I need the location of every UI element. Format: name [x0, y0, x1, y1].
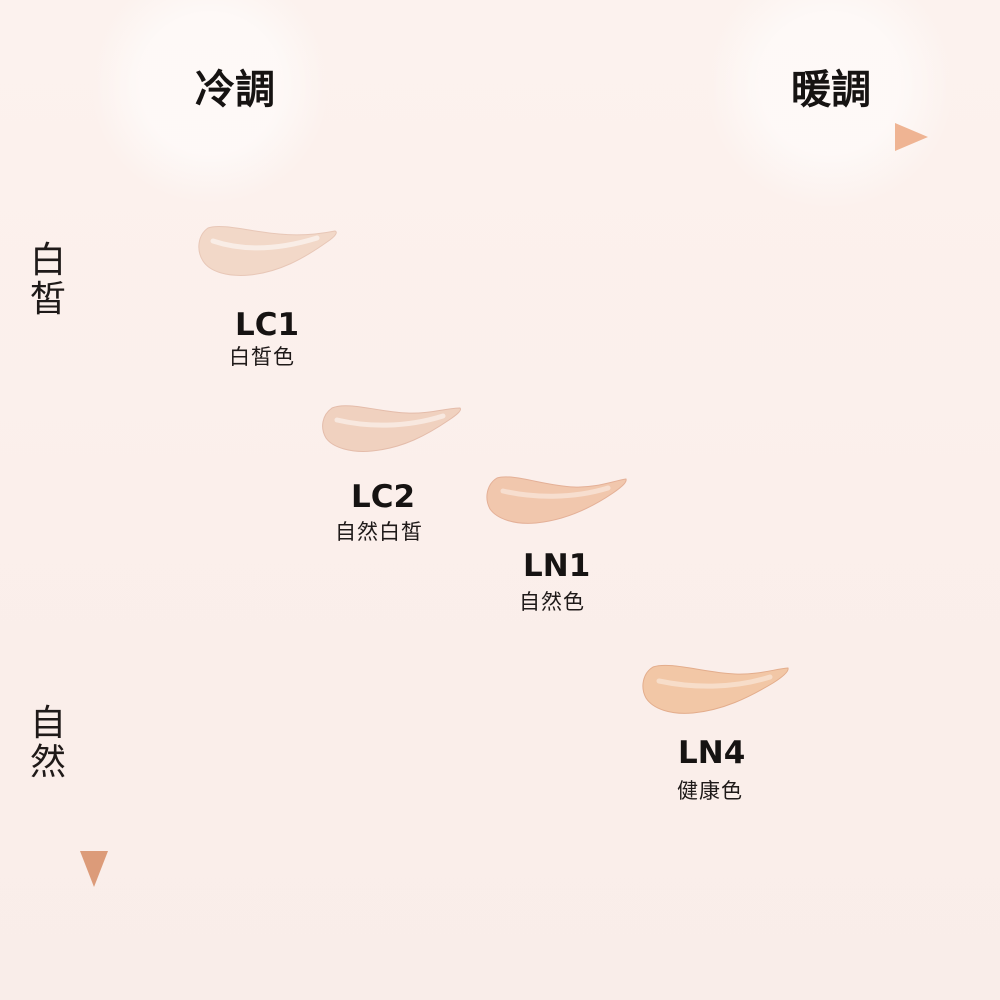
shade-name-ln4: 健康色 [677, 779, 743, 803]
vertical-axis-arrow [80, 851, 108, 887]
shade-code-lc2: LC2 [351, 479, 416, 515]
shade-swatch-lc2 [317, 395, 467, 465]
natural-axis-label: 自 然 [29, 703, 66, 783]
shade-swatch-lc1 [195, 218, 345, 288]
shade-name-lc1: 白皙色 [229, 345, 295, 369]
fair-axis-label: 白 皙 [29, 240, 66, 320]
shade-code-lc1: LC1 [235, 307, 300, 343]
shade-name-lc2: 自然白皙 [335, 520, 423, 544]
shade-code-ln1: LN1 [523, 548, 591, 584]
shade-swatch-ln1 [481, 466, 631, 536]
shade-name-ln1: 自然色 [519, 590, 585, 614]
horizontal-axis-arrow [895, 123, 928, 151]
shade-swatch-ln4 [637, 654, 789, 724]
warm-tone-label: 暖調 [791, 67, 871, 113]
shade-code-ln4: LN4 [678, 735, 746, 771]
cool-tone-label: 冷調 [195, 67, 275, 113]
